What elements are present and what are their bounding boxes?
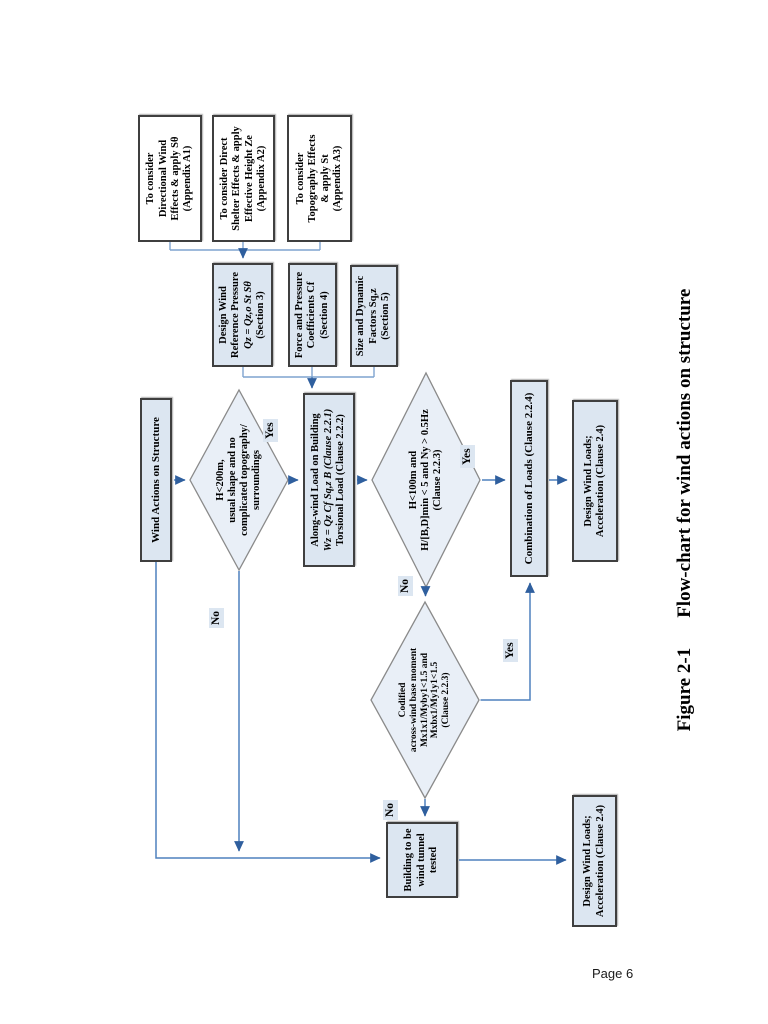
decision-h100-shape xyxy=(371,371,481,589)
edge-sections-bracket xyxy=(242,367,375,378)
figure-caption: Figure 2-1 Flow-chart for wind actions on… xyxy=(674,275,696,745)
decision-h200-text: H<200m, usual shape and no complicated t… xyxy=(214,424,263,536)
node-along-wind-load: Along-wind Load on Building Wz = Qz Cf S… xyxy=(303,393,355,567)
label-yes-h200: Yes xyxy=(263,419,278,442)
decision-crosswind-shape xyxy=(370,600,480,800)
node-design-wind-loads-bottom: Design Wind Loads; Acceleration (Clause … xyxy=(572,795,617,927)
label-no-h200: No xyxy=(209,607,224,628)
label-no-crosswind: No xyxy=(383,799,398,820)
label-yes-h100: Yes xyxy=(460,445,475,468)
node-combination-of-loads: Combination of Loads (Clause 2.2.4) xyxy=(510,380,548,577)
node-wind-tunnel-test: Building to be wind tunnel tested xyxy=(386,822,458,898)
edge-appendix-bracket xyxy=(169,242,321,251)
node-size-dynamic-factors: Size and Dynamic Factors Sq,z (Section 5… xyxy=(350,265,398,367)
decision-crosswind-text: Codified across-wind base moment Mx1x1/M… xyxy=(398,647,451,753)
edge-crosswind-yes-to-combination xyxy=(480,582,535,701)
flowchart-rotated-container: Wind Actions on Structure H<200m, usual … xyxy=(130,60,730,980)
edge-windactions-no-to-windtunnel xyxy=(155,562,381,863)
node-design-reference-pressure: Design Wind Reference Pressure Qz = Qz,o… xyxy=(212,263,273,367)
page-number: Page 6 xyxy=(592,966,634,981)
label-yes-crosswind: Yes xyxy=(503,639,518,662)
node-force-pressure-coefficients: Force and Pressure Coefficients Cf (Sect… xyxy=(288,263,337,367)
figure-caption-title: Flow-chart for wind actions on structure xyxy=(674,288,695,618)
node-design-wind-loads-top: Design Wind Loads; Acceleration (Clause … xyxy=(572,400,618,562)
node-appendix-a1: To consider Directional Wind Effects & a… xyxy=(138,115,202,242)
decision-h100-text: H<100m and H/[B,D]min < 5 and Ny > 0.5Hz… xyxy=(407,409,444,551)
label-no-h100: No xyxy=(398,575,413,596)
node-appendix-a3: To consider Topography Effects & apply S… xyxy=(287,115,352,242)
node-appendix-a2: To consider Direct Shelter Effects & app… xyxy=(212,115,275,242)
figure-caption-number: Figure 2-1 xyxy=(674,647,695,732)
node-wind-actions: Wind Actions on Structure xyxy=(140,398,172,562)
